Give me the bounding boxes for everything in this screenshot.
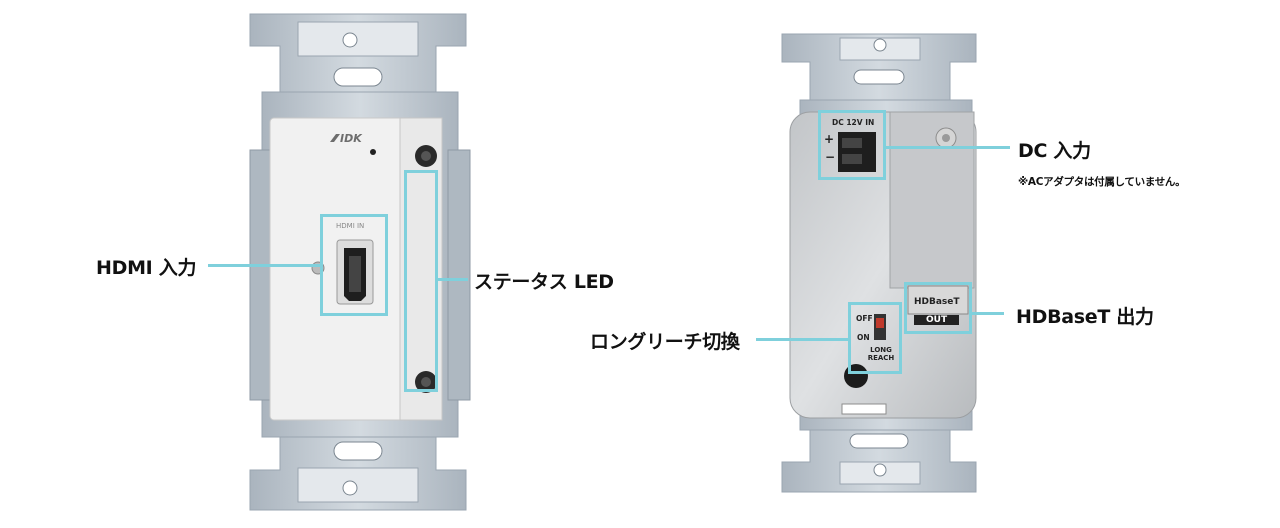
led-highlight-box — [404, 170, 438, 392]
back-device: DC 12V IN + − OFF ON LONG REACH HDBaseT … — [780, 0, 990, 528]
hdmi-callout-line — [208, 264, 320, 267]
dc-plus-sign: + — [824, 132, 835, 146]
hdmi-highlight-box — [320, 214, 388, 316]
long-reach-switch-callout: ロングリーチ切換 — [590, 331, 740, 353]
switch-on-label: ON — [857, 333, 870, 342]
dc-note: ※ACアダプタは付属していません。 — [1018, 176, 1186, 188]
switch-highlight-box — [848, 302, 902, 374]
switch-off-label: OFF — [856, 314, 873, 323]
dc-callout-line — [886, 146, 1010, 149]
led-callout-line — [438, 278, 468, 281]
out-port-label: OUT — [914, 315, 960, 325]
hdmi-in-callout: HDMI 入力 — [96, 257, 197, 279]
hdbaset-highlight-box — [904, 282, 972, 334]
back-mounting-plate — [781, 33, 977, 493]
status-led-callout: ステータス LED — [474, 271, 614, 293]
hdbaset-out-callout: HDBaseT 出力 — [1016, 306, 1154, 328]
dc-minus-sign: − — [825, 150, 836, 164]
long-reach-label: LONG REACH — [867, 346, 895, 362]
switch-callout-line — [756, 338, 848, 341]
brand-logo: IDK — [340, 132, 362, 145]
hdbaset-callout-line — [972, 312, 1004, 315]
hdmi-port-label: HDMI IN — [336, 222, 365, 230]
dc-highlight-box — [818, 110, 886, 180]
dc-in-callout: DC 入力 — [1018, 140, 1091, 162]
dc-port-label: DC 12V IN — [832, 118, 875, 127]
hdbaset-port-label: HDBaseT — [914, 297, 960, 307]
